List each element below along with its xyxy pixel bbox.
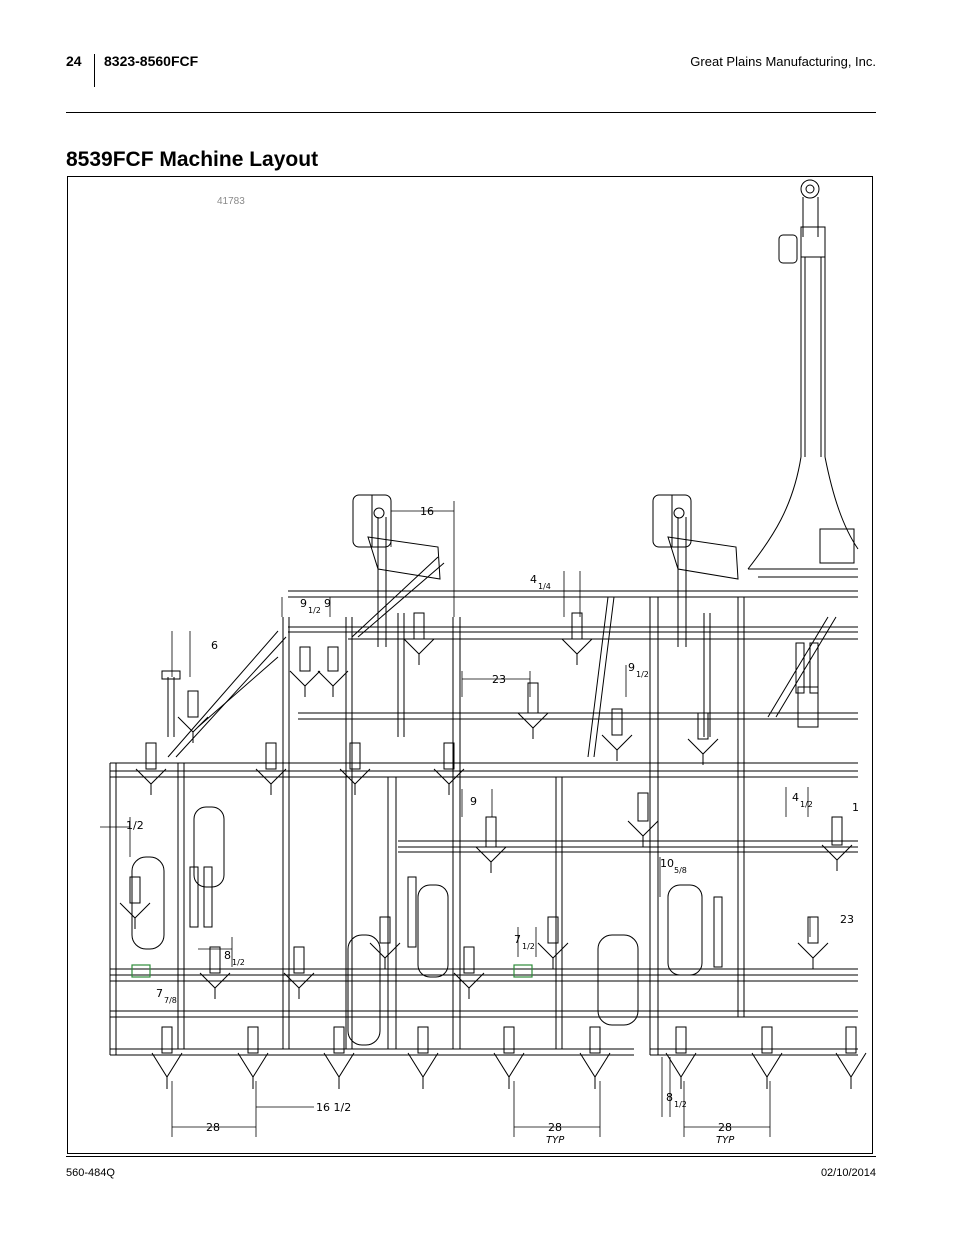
dim-label: 8 bbox=[666, 1091, 673, 1104]
dimension-lines bbox=[100, 501, 811, 1137]
machine-layout-drawing: 16 9 1/2 4 1/4 6 23 9 1/2 9 9 1/2 4 1/2 … bbox=[100, 179, 867, 1146]
dim-label: 1/2 bbox=[232, 958, 245, 967]
braces bbox=[167, 556, 837, 758]
figure-frame: 41783 bbox=[67, 176, 873, 1154]
dim-label: 7 bbox=[156, 987, 163, 1000]
header-rule bbox=[66, 112, 876, 113]
dim-label: 7/8 bbox=[164, 996, 177, 1005]
model-range: 8323-8560FCF bbox=[104, 53, 199, 69]
dim-label: 7 bbox=[514, 933, 521, 946]
dim-label: 1/2 bbox=[674, 1100, 687, 1109]
dim-label: 23 bbox=[492, 673, 506, 686]
dim-label: 1/2 bbox=[636, 670, 649, 679]
sweeps bbox=[119, 638, 867, 1089]
dim-label: 28 bbox=[206, 1121, 220, 1134]
dim-label: TYP bbox=[546, 1135, 565, 1146]
dim-label: 4 bbox=[530, 573, 537, 586]
frame-bars bbox=[110, 590, 858, 1056]
dim-label: 28 bbox=[718, 1121, 732, 1134]
tires bbox=[131, 806, 703, 1046]
gauge-wheel-right bbox=[652, 494, 739, 647]
document-date: 02/10/2014 bbox=[820, 1167, 876, 1179]
dim-label: 16 1/2 bbox=[316, 1101, 351, 1114]
dim-label: 4 bbox=[792, 791, 799, 804]
dim-label: 1 bbox=[852, 801, 859, 814]
company-name: Great Plains Manufacturing, Inc. bbox=[690, 54, 876, 69]
dimension-labels: 16 9 1/2 4 1/4 6 23 9 1/2 9 9 1/2 4 1/2 … bbox=[126, 505, 859, 1146]
dim-label: 5/8 bbox=[674, 866, 687, 875]
dim-label: 1/2 bbox=[308, 606, 321, 615]
dim-label: 16 bbox=[420, 505, 434, 518]
document-id: 560-484Q bbox=[66, 1167, 115, 1179]
page-number: 24 bbox=[66, 53, 82, 69]
section-title: 8539FCF Machine Layout bbox=[66, 148, 319, 171]
header-divider bbox=[94, 54, 95, 87]
dim-label: 9 bbox=[324, 597, 331, 610]
dim-label: 1/2 bbox=[522, 942, 535, 951]
highlight-marks bbox=[131, 964, 533, 978]
shank-clamps bbox=[129, 612, 857, 1054]
figure-id: 41783 bbox=[217, 196, 245, 207]
dim-label: 28 bbox=[548, 1121, 562, 1134]
dim-label: 6 bbox=[211, 639, 218, 652]
dim-label: 1/2 bbox=[800, 800, 813, 809]
dim-label: 8 bbox=[224, 949, 231, 962]
dim-label: 9 bbox=[628, 661, 635, 674]
dim-label: 10 bbox=[660, 857, 674, 870]
frame-verticals bbox=[109, 597, 745, 1055]
cylinders bbox=[189, 642, 819, 968]
hitch-tongue bbox=[747, 179, 859, 578]
dim-label: TYP bbox=[716, 1135, 735, 1146]
dim-label: 9 bbox=[470, 795, 477, 808]
lift-arms bbox=[161, 613, 711, 737]
dim-label: 1/4 bbox=[538, 582, 551, 591]
dim-label: 23 bbox=[840, 913, 854, 926]
dim-label: 9 bbox=[300, 597, 307, 610]
dim-label: 1/2 bbox=[126, 819, 144, 832]
footer-rule bbox=[66, 1156, 876, 1157]
